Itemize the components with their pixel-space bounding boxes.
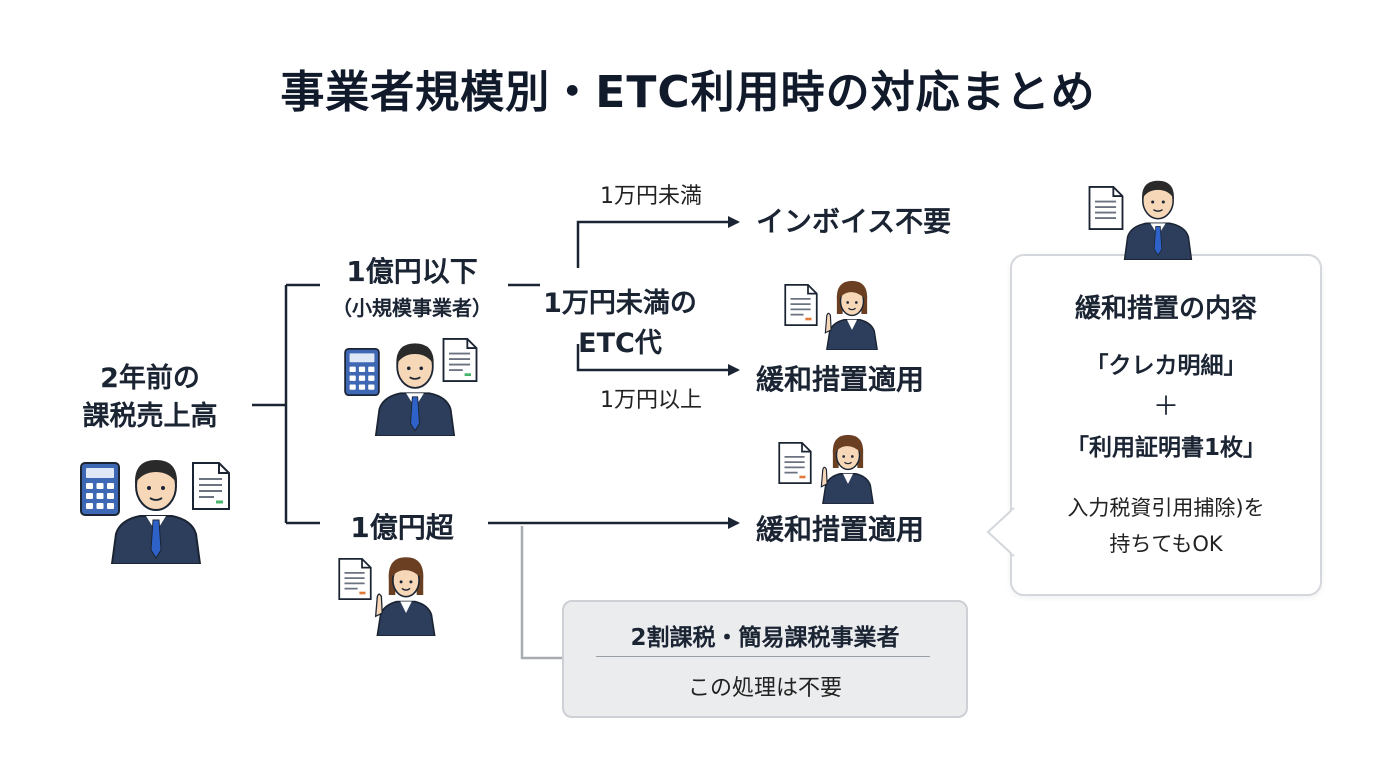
large-business-label: 1億円超 <box>350 511 454 544</box>
root-node-label: 2年前の 課税売上高 <box>60 360 240 436</box>
callout-note-line1: 入力税資引用捕除)を <box>1067 496 1265 520</box>
document-icon <box>784 284 818 326</box>
businesswoman-icon <box>824 280 878 350</box>
etc-fee-label: 1万円未満の ETC代 <box>530 284 710 364</box>
callout-note-line2: 持ちてもOK <box>1109 532 1223 556</box>
businesswoman-icon <box>820 434 874 504</box>
etc-line1: 1万円未満の <box>543 288 697 319</box>
root-line2: 課税売上高 <box>82 401 218 432</box>
businessman-icon <box>1123 180 1193 260</box>
page-title: 事業者規模別・ETC利用時の対応まとめ <box>280 67 1096 118</box>
document-icon <box>1088 186 1124 230</box>
document-icon <box>338 558 372 600</box>
document-icon <box>778 442 812 484</box>
exception-box-title: 2割課税・簡易課税事業者 <box>630 625 900 651</box>
root-line1: 2年前の <box>100 363 200 394</box>
exception-box-subtitle: この処理は不要 <box>687 676 842 701</box>
condition-over-label: 1万円以上 <box>600 388 702 413</box>
relief-details-callout <box>1010 254 1322 596</box>
businessman-icon <box>110 460 202 564</box>
etc-lower-line <box>576 344 740 376</box>
result-relief-large: 緩和措置適用 <box>756 513 925 546</box>
exception-connector-line <box>520 526 562 660</box>
document-icon <box>442 338 478 382</box>
small-business-label: 1億円以下 <box>346 255 478 288</box>
small-business-sublabel: （小規模事業者） <box>332 296 492 320</box>
calculator-icon <box>80 462 120 516</box>
callout-pointer <box>986 507 1016 557</box>
callout-item-card-statement: 「クレカ明細」 <box>1085 353 1247 379</box>
businesswoman-icon <box>374 557 436 636</box>
exception-box <box>562 600 968 718</box>
condition-under-label: 1万円未満 <box>600 184 702 209</box>
result-no-invoice: インボイス不要 <box>756 205 952 238</box>
etc-upper-line <box>576 216 740 268</box>
document-icon <box>192 462 230 510</box>
businessman-icon <box>374 343 456 436</box>
exception-box-divider <box>596 656 930 657</box>
callout-plus-sign: ＋ <box>1152 392 1179 422</box>
callout-title: 緩和措置の内容 <box>1074 294 1257 324</box>
result-relief-small: 緩和措置適用 <box>756 363 925 396</box>
etc-line2: ETC代 <box>578 328 662 359</box>
callout-item-usage-certificate: 「利用証明書1枚」 <box>1065 435 1266 461</box>
calculator-icon <box>344 348 380 396</box>
